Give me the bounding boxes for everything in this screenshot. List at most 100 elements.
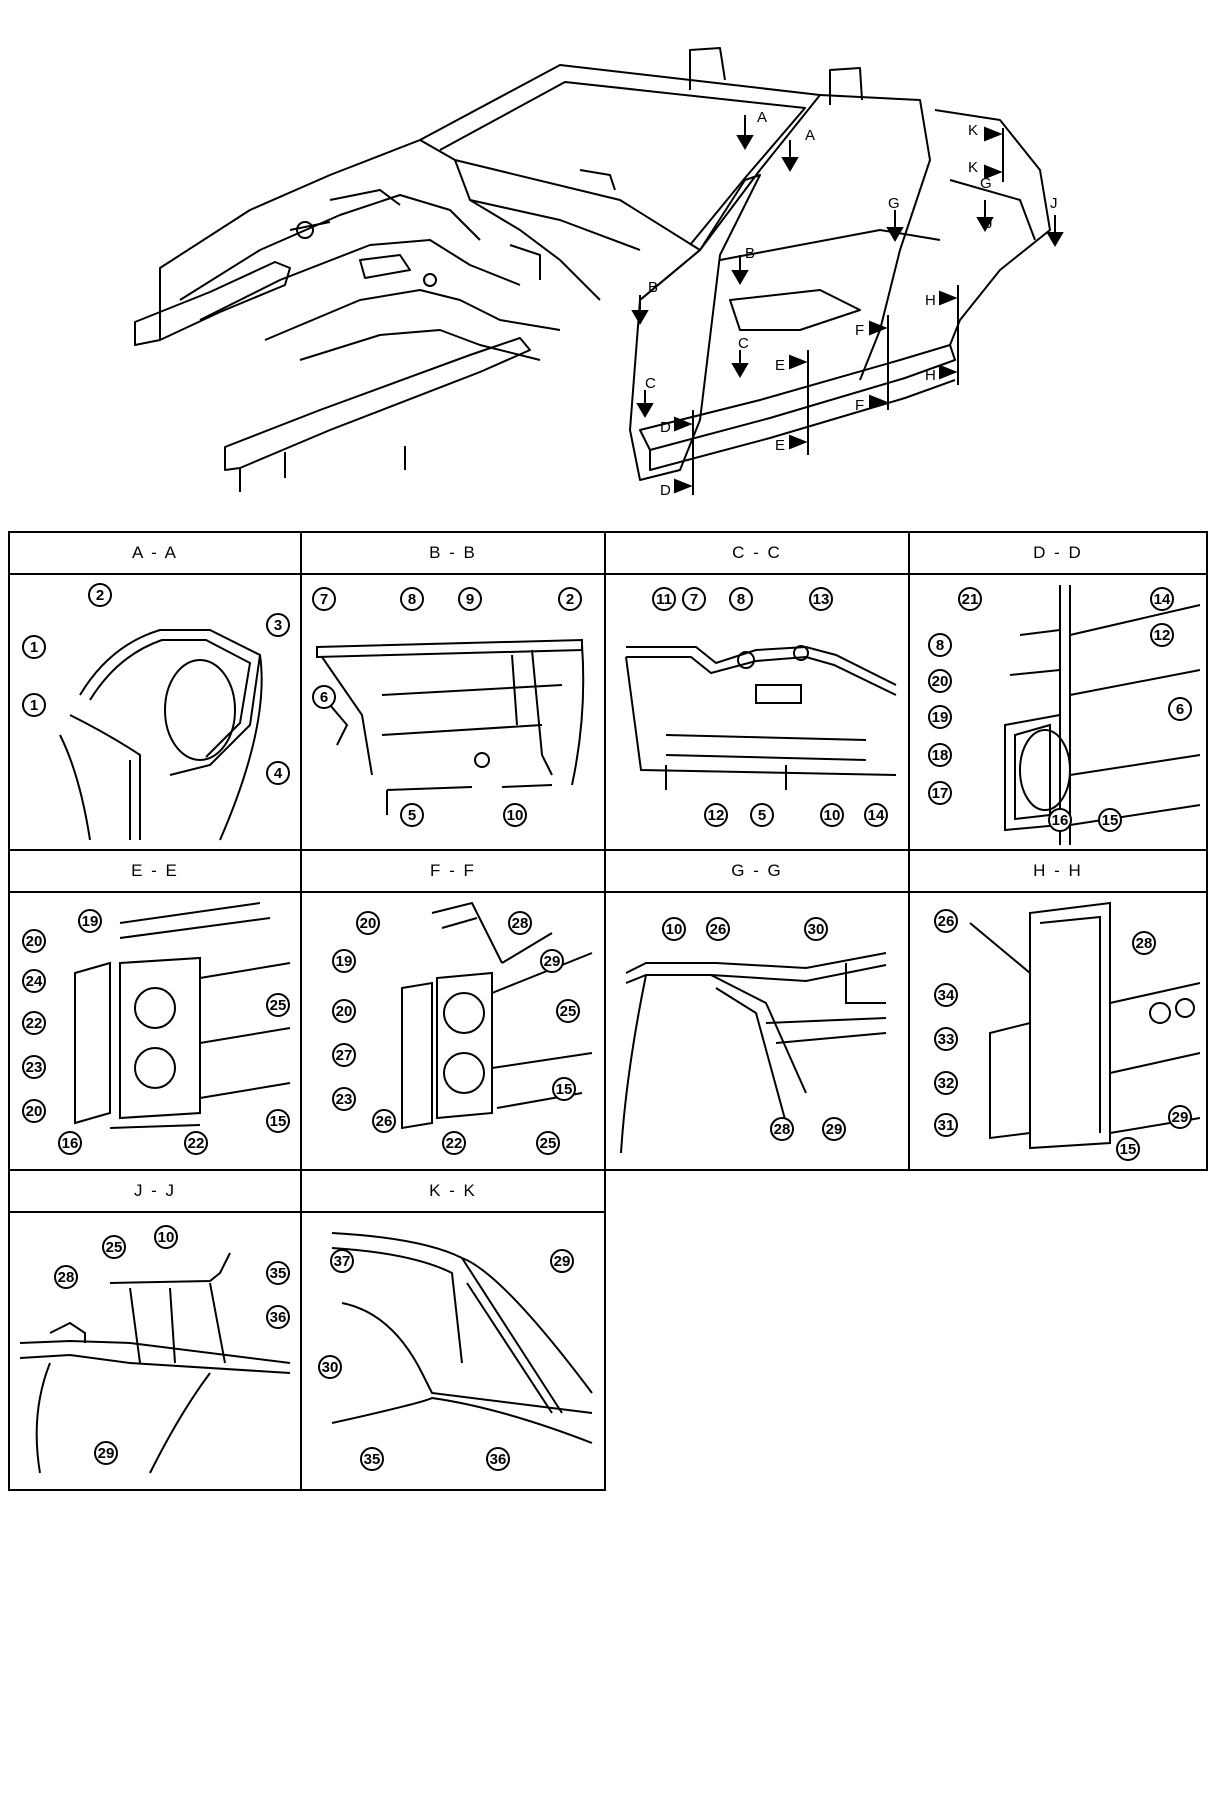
callout: 3 [274,617,282,634]
section-title: D - D [910,533,1206,575]
callout: 28 [58,1269,75,1286]
marker-K-1: K [968,122,978,139]
marker-D-1: D [660,419,671,436]
section-view-a-a: A - A 2 1 1 3 4 [8,531,302,851]
section-title: K - K [302,1171,604,1213]
callout: 13 [813,591,830,608]
callout: 21 [962,591,979,608]
callout: 30 [808,921,825,938]
body-frame-overview-drawing: A A B B C C D D E E F F G G H H J J K K [134,47,1064,499]
marker-H-2: H [925,367,936,384]
callout: 33 [938,1031,955,1048]
callout: 20 [26,1103,43,1120]
callout: 23 [26,1059,43,1076]
section-drawing: 10 26 30 28 29 [620,917,887,1154]
callout: 24 [26,973,43,990]
callout: 19 [336,953,353,970]
callout: 26 [376,1113,393,1130]
callout: 6 [1176,701,1184,718]
callout: 26 [710,921,727,938]
front-frame-rail-left [134,261,291,346]
callout: 20 [26,933,43,950]
marker-H-1: H [925,292,936,309]
marker-E-1: E [775,357,785,374]
windshield-frame [419,64,821,301]
callout: 11 [656,591,672,608]
callout: 2 [96,587,104,604]
marker-C-2: C [645,375,656,392]
section-drawing: 26 28 34 33 32 31 29 15 [934,901,1201,1161]
callout: 31 [938,1117,955,1134]
callout: 16 [62,1135,79,1152]
callout: 14 [868,807,885,824]
engine-bay-outline [159,139,601,340]
callout: 9 [466,591,474,608]
callout: 36 [270,1309,287,1326]
callout: 7 [690,591,698,608]
roll-bar-left [689,47,726,90]
callout: 17 [932,785,949,802]
a-pillar [629,174,761,481]
marker-F-2: F [855,397,864,414]
roll-bar-right [829,67,863,105]
section-drawing: 37 29 30 35 36 [318,1232,593,1471]
callout: 23 [336,1091,353,1108]
callout: 12 [1154,627,1171,644]
section-drawing: 21 14 12 8 20 6 19 18 17 16 15 [928,585,1201,845]
rocker-sill [639,344,956,451]
marker-J-2: J [985,215,993,232]
callout: 20 [336,1003,353,1020]
callout: 27 [336,1047,353,1064]
callout: 8 [737,591,745,608]
callout: 5 [408,807,416,824]
callout: 7 [320,591,328,608]
callout: 29 [554,1253,571,1270]
callout: 28 [774,1121,791,1138]
section-title: F - F [302,851,604,893]
marker-E-2: E [775,437,785,454]
callout: 15 [270,1113,287,1130]
callout: 14 [1154,591,1171,608]
callout: 10 [507,807,524,824]
marker-G-2: G [888,195,900,212]
section-view-j-j: J - J 10 25 28 35 36 29 [8,1169,302,1491]
marker-C-1: C [738,335,749,352]
section-title: B - B [302,533,604,575]
callout: 25 [560,1003,577,1020]
callout: 18 [932,747,949,764]
section-view-f-f: F - F 20 28 29 19 25 20 27 15 23 26 [300,849,606,1171]
callout: 8 [936,637,944,654]
section-view-k-k: K - K 37 29 30 35 36 [300,1169,606,1491]
callout: 34 [938,987,955,1004]
marker-D-2: D [660,482,671,499]
callout: 35 [270,1265,287,1282]
b-pillar [819,94,931,381]
callout: 29 [544,953,561,970]
section-view-g-g: G - G 10 26 30 28 29 [604,849,910,1171]
marker-F-1: F [855,322,864,339]
section-title: C - C [606,533,908,575]
callout: 28 [512,915,529,932]
callout: 29 [98,1445,115,1462]
marker-G-1: G [980,175,992,192]
callout: 30 [322,1359,339,1376]
callout: 15 [556,1081,573,1098]
callout: 26 [938,913,955,930]
callout: 10 [158,1229,175,1246]
callout: 19 [932,709,949,726]
callout: 36 [490,1451,507,1468]
callout: 19 [82,913,99,930]
callout: 15 [1102,812,1119,829]
callout: 29 [826,1121,843,1138]
marker-A-1: A [757,109,767,126]
callout: 29 [1172,1109,1189,1126]
callout: 4 [274,765,283,782]
marker-K-2: K [968,159,978,176]
marker-A-2: A [805,127,815,144]
callout: 10 [666,921,683,938]
section-view-h-h: H - H 26 28 34 33 32 31 29 15 [908,849,1208,1171]
marker-J-1: J [1050,195,1058,212]
section-views-grid: A - A 2 1 1 3 4 B - B [8,531,1208,1801]
callout: 25 [540,1135,557,1152]
callout: 8 [408,591,416,608]
